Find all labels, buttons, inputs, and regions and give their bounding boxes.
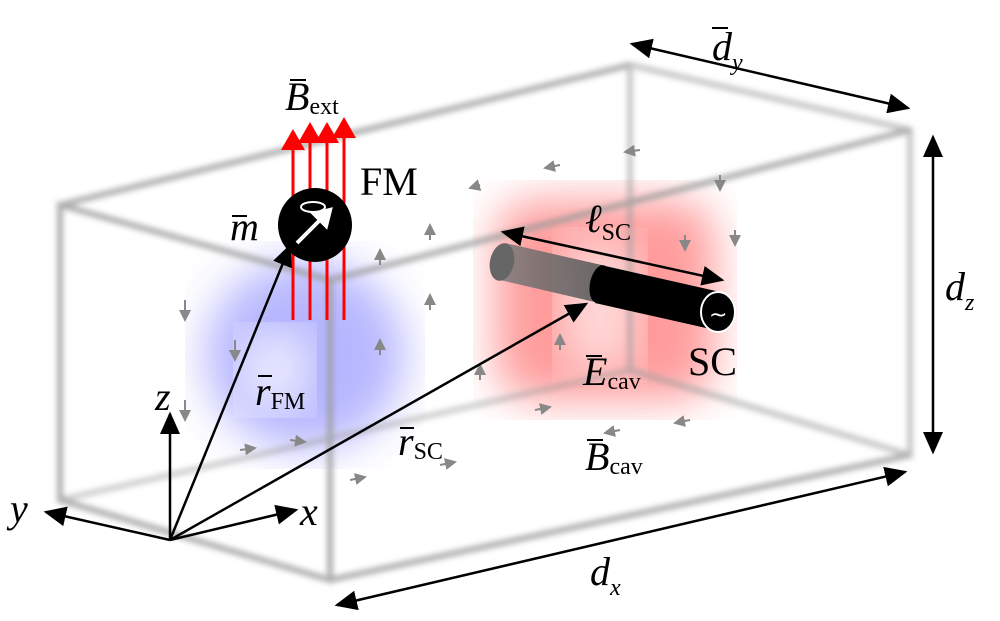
y-axis bbox=[43, 506, 171, 542]
z-axis-label: z bbox=[154, 374, 171, 419]
cavity-box bbox=[57, 61, 913, 585]
dy-dimension-arrow bbox=[629, 38, 911, 114]
y-axis-label: y bbox=[6, 486, 28, 531]
b-cav-label: Bcav bbox=[585, 434, 643, 480]
dz-label: dz bbox=[945, 264, 975, 316]
b-ext-label: Bext bbox=[285, 74, 339, 120]
r-sc-label: rSC bbox=[398, 419, 443, 465]
x-axis-label: x bbox=[299, 489, 318, 534]
l-sc-label: ℓSC bbox=[585, 196, 631, 246]
x-axis bbox=[169, 504, 299, 542]
dy-label: dy bbox=[712, 24, 743, 76]
r-fm-vector bbox=[168, 243, 292, 541]
fm-label: FM bbox=[360, 159, 418, 204]
r-sc-vector bbox=[169, 302, 589, 542]
e-cav-label: Ecav bbox=[582, 349, 641, 395]
dx-label: dx bbox=[590, 549, 621, 601]
dx-dimension-arrow bbox=[334, 466, 908, 611]
ac-source-symbol: ~ bbox=[709, 303, 727, 328]
sc-label: SC bbox=[688, 339, 737, 384]
m-label: m bbox=[230, 204, 259, 249]
r-fm-label: rFM bbox=[255, 369, 305, 415]
lsc-dimension-arrow bbox=[500, 226, 725, 286]
ferromagnet-sphere bbox=[278, 188, 352, 262]
